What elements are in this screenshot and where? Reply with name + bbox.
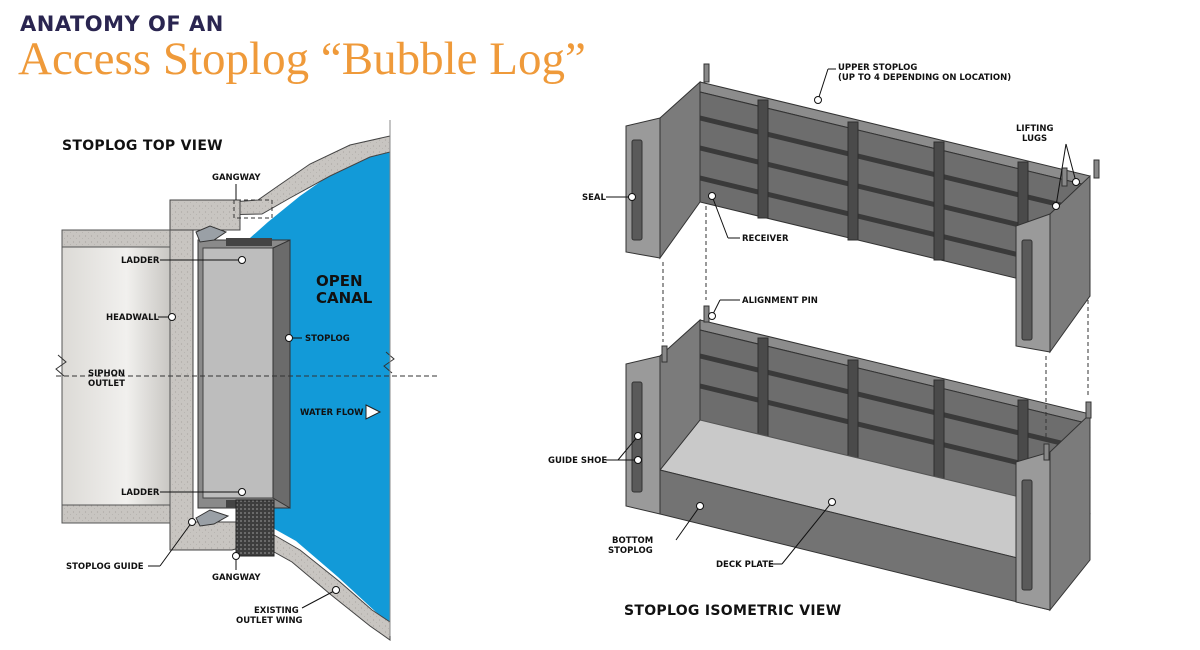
siphon-pipe-wall-top — [61, 229, 171, 248]
top-view-title: STOPLOG TOP VIEW — [62, 138, 223, 154]
label-guide-shoe: GUIDE SHOE — [548, 456, 607, 466]
outlet-wing-bottom — [257, 527, 391, 641]
label-bottom-stoplog-2: STOPLOG — [608, 546, 653, 556]
page-title: Access Stoplog “Bubble Log” — [18, 33, 586, 85]
stoplog-side — [272, 239, 291, 509]
label-receiver: RECEIVER — [742, 234, 789, 244]
label-deck-plate: DECK PLATE — [716, 560, 774, 570]
label-lifting-lugs-1: LIFTING — [1016, 124, 1053, 134]
label-siphon-outlet-2: OUTLET — [88, 379, 125, 389]
stoplog-guide-top — [195, 225, 228, 243]
header-kicker: ANATOMY OF AN — [20, 12, 224, 36]
headwall-top-cap — [169, 199, 241, 231]
label-stoplog: STOPLOG — [305, 334, 350, 344]
label-open-canal-2: CANAL — [316, 289, 373, 307]
label-existing-outlet-wing-1: EXISTING — [254, 606, 299, 616]
label-bottom-stoplog-1: BOTTOM — [612, 536, 653, 546]
top-view-drawing: GANGWAY LADDER HEADWALL OPEN CANAL STOPL… — [55, 120, 440, 641]
label-gangway-top: GANGWAY — [212, 173, 261, 183]
siphon-pipe-wall-bottom — [61, 504, 171, 524]
label-open-canal-1: OPEN — [316, 272, 363, 290]
label-seal: SEAL — [582, 193, 607, 203]
label-alignment-pin: ALIGNMENT PIN — [742, 296, 818, 306]
label-water-flow: WATER FLOW — [300, 408, 364, 418]
alignment-guides — [662, 206, 1089, 440]
ladder-top — [226, 238, 272, 246]
label-headwall: HEADWALL — [106, 313, 160, 323]
label-stoplog-guide: STOPLOG GUIDE — [66, 562, 144, 572]
label-gangway-bottom: GANGWAY — [212, 573, 261, 583]
break-mark-left — [55, 354, 67, 377]
isometric-view-title: STOPLOG ISOMETRIC VIEW — [624, 603, 842, 619]
label-upper-stoplog-1: UPPER STOPLOG — [838, 63, 917, 73]
gangway-grate — [235, 499, 275, 557]
bottom-stoplog-drawing — [625, 305, 1092, 612]
stoplog-inner — [202, 247, 274, 499]
label-existing-outlet-wing-2: OUTLET WING — [236, 616, 303, 626]
upper-stoplog-drawing — [625, 63, 1100, 354]
stoplog-guide-bottom — [195, 509, 230, 527]
label-lifting-lugs-2: LUGS — [1022, 134, 1047, 144]
label-upper-stoplog-2: (UP TO 4 DEPENDING ON LOCATION) — [838, 73, 1011, 83]
label-siphon-outlet-1: SIPHON — [88, 369, 125, 379]
water-flow-arrow-icon — [365, 404, 382, 420]
label-ladder-bottom: LADDER — [121, 488, 160, 498]
label-ladder-top: LADDER — [121, 256, 160, 266]
gangway-top-outline — [233, 199, 273, 219]
